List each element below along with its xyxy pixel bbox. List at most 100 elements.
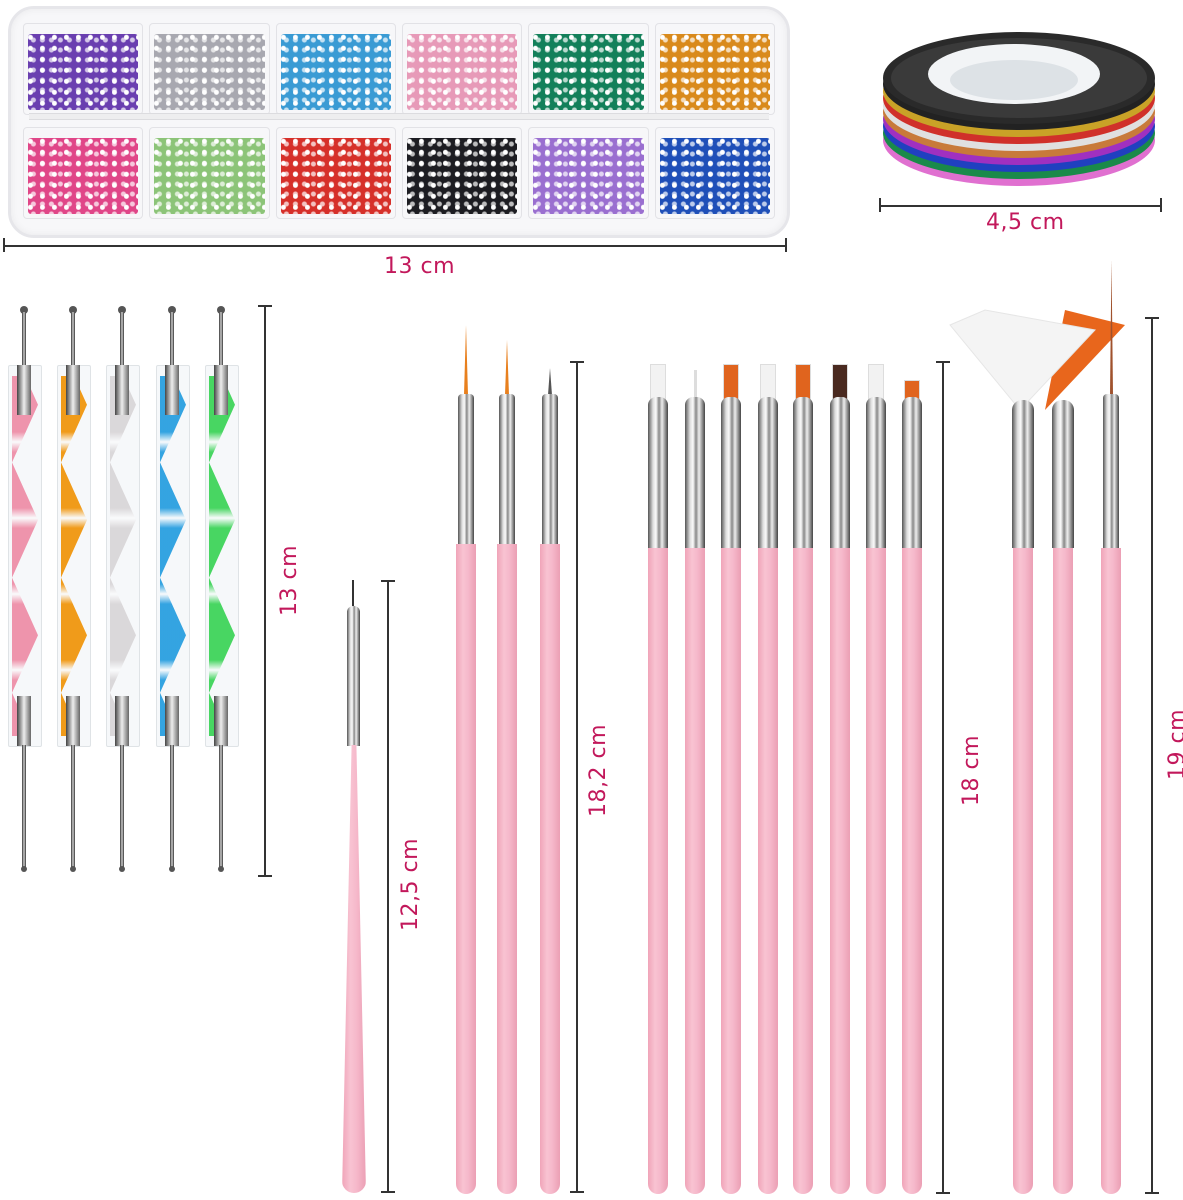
brush-ferrule [1052, 400, 1074, 548]
dotting-dimension-label: 13 cm [277, 544, 303, 617]
dotting-ferrule [214, 365, 228, 415]
brush-handle [342, 745, 366, 1193]
brush-handle [758, 548, 778, 1194]
dimension-tick [570, 361, 584, 363]
dimension-tick [785, 238, 787, 252]
brush-handle [721, 548, 741, 1194]
brush-handle [540, 544, 560, 1194]
brush-tip [1110, 260, 1113, 395]
compartment [654, 127, 775, 219]
brush-ferrule [721, 397, 741, 549]
fan-dimension-line [1151, 317, 1153, 1194]
brush-ferrule [458, 394, 474, 544]
dimension-tick [570, 1191, 584, 1193]
dotting-needle [219, 312, 223, 368]
swirl-icon [61, 376, 87, 736]
rhinestones-pink [406, 34, 518, 110]
rhinestones-hot-pink [28, 138, 139, 214]
dotting-dimension-line [264, 305, 266, 877]
brush-ferrule [685, 397, 705, 549]
brush-bristles [795, 364, 811, 400]
dotting-ball-tip [69, 306, 77, 314]
flat-dimension-line [942, 361, 944, 1194]
compartment [654, 23, 775, 115]
brush-ferrule [758, 397, 778, 549]
compartment [275, 23, 396, 115]
tray-divider [29, 113, 769, 120]
brush-handle [456, 544, 476, 1194]
compartment [149, 127, 270, 219]
tape-dimension-line [880, 205, 1162, 207]
dotting-needle [170, 312, 174, 368]
swirl-icon [160, 376, 186, 736]
dimension-tick [3, 238, 5, 252]
brush-handle [830, 548, 850, 1194]
dotting-handle [106, 365, 140, 747]
dotting-needle [170, 745, 174, 870]
brush-bristles [868, 364, 884, 400]
brush-ferrule [793, 397, 813, 549]
swirl-icon [209, 376, 235, 736]
tape-dimension-label: 4,5 cm [986, 210, 1065, 235]
dimension-tick [936, 1192, 950, 1194]
brush-handle [497, 544, 517, 1194]
dotting-ball-tip [119, 866, 125, 872]
brush-handle [1013, 548, 1033, 1194]
dimension-tick [258, 875, 272, 877]
compartment [275, 127, 396, 219]
brush-handle [866, 548, 886, 1194]
rhinestones-green [533, 34, 644, 110]
rhinestones-silver [154, 34, 265, 110]
dotting-handle [205, 365, 239, 747]
liner-dimension-label: 12,5 cm [398, 837, 424, 932]
dotting-ferrule [115, 365, 129, 415]
tray-row-top [23, 23, 775, 115]
dimension-tick [381, 1191, 395, 1193]
dotting-ball-tip [217, 306, 225, 314]
compartment [23, 127, 144, 219]
dimension-tick [1145, 1192, 1159, 1194]
brush-tip [464, 325, 468, 395]
rhinestones-purple [28, 34, 139, 110]
brush-bristles [650, 364, 666, 400]
dimension-tick [879, 198, 881, 212]
rhinestone-tray [8, 6, 790, 238]
compartment [528, 127, 649, 219]
dotting-needle [71, 745, 75, 870]
brush-ferrule [1103, 394, 1119, 548]
brush-ferrule [830, 397, 850, 549]
brush-ferrule [542, 394, 558, 544]
brush-handle [648, 548, 668, 1194]
dotting-ferrule [66, 365, 80, 415]
brush-tip [694, 370, 697, 400]
dotting-needle [120, 312, 124, 368]
dimension-tick [936, 361, 950, 363]
brush-handle [685, 548, 705, 1194]
brush-tip [352, 580, 354, 608]
rhinestones-red [280, 138, 391, 214]
dotting-needle [120, 745, 124, 870]
dotting-ferrule [66, 696, 80, 746]
rhinestones-lavender [533, 138, 644, 214]
dotting-ball-tip [168, 306, 176, 314]
brush-handle [793, 548, 813, 1194]
dotting-ferrule [214, 696, 228, 746]
dimension-tick [381, 580, 395, 582]
compartment [23, 23, 144, 115]
brush-handle [1053, 548, 1073, 1194]
brush-ferrule [902, 397, 922, 549]
dotting-needle [22, 745, 26, 870]
tray-dimension-line [3, 245, 787, 247]
brush-ferrule [648, 397, 668, 549]
compartment [401, 23, 523, 115]
brush-bristles [723, 364, 739, 400]
dotting-ferrule [165, 696, 179, 746]
brush-tip [548, 368, 552, 395]
brush-handle [902, 548, 922, 1194]
dotting-needle [219, 745, 223, 870]
brush-ferrule [499, 394, 515, 544]
rhinestones-light-blue [280, 34, 391, 110]
compartment [149, 23, 270, 115]
compartment [401, 127, 523, 219]
dotting-ball-tip [118, 306, 126, 314]
